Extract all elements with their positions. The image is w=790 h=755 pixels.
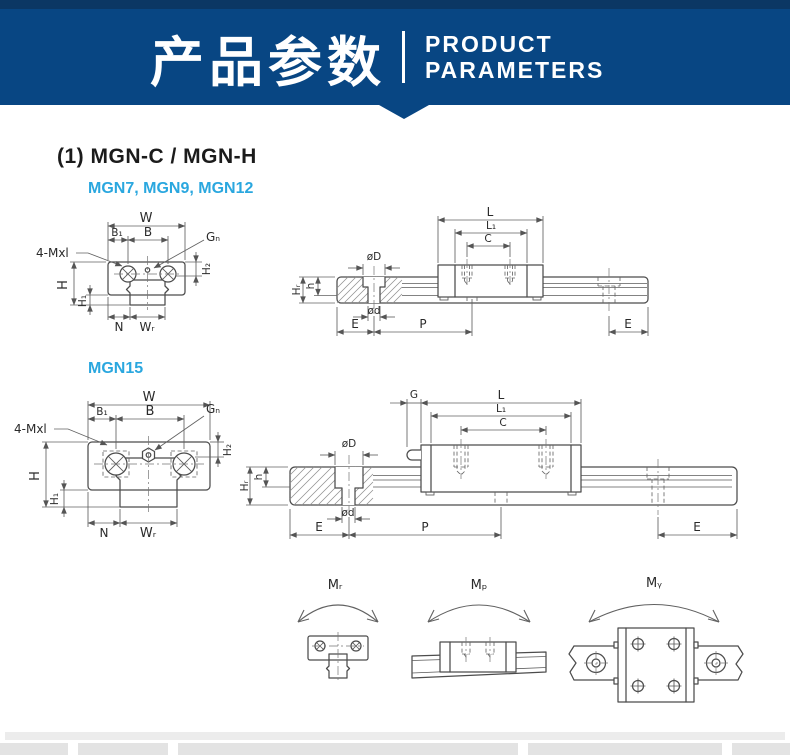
- dimensions: G L L₁ C øD Hᵣ h: [239, 388, 738, 539]
- dim-label-b: B: [144, 225, 152, 239]
- rotation-arrow: [427, 604, 531, 623]
- dim-label-l1: L₁: [486, 220, 496, 232]
- header-divider: [402, 31, 405, 83]
- header-banner: 产品参数 PRODUCT PARAMETERS: [0, 9, 790, 105]
- dim-label-e-right: E: [693, 520, 701, 534]
- rotation-arrow: [297, 604, 379, 623]
- dim-label-b: B: [146, 404, 155, 419]
- moment-label-mp: Mₚ: [471, 578, 488, 593]
- grease-nipple: [406, 449, 421, 461]
- dim-label-p: P: [419, 317, 426, 331]
- carriage-outline: [87, 436, 211, 512]
- banner-notch: [379, 105, 429, 119]
- dim-label-l1: L₁: [496, 403, 506, 415]
- table-cell: [528, 743, 722, 755]
- dim-label-l: L: [487, 205, 494, 219]
- dim-label-h-small: h: [253, 474, 265, 481]
- section-heading: (1) MGN-C / MGN-H: [57, 145, 257, 168]
- dim-label-w: W: [143, 390, 156, 405]
- dim-label-c: C: [484, 233, 491, 245]
- moment-label-my: Mᵧ: [646, 576, 662, 591]
- carriage-outline: [437, 259, 544, 301]
- dim-label-h2: H₂: [222, 444, 234, 456]
- dim-label-dia-d-lower: ød: [367, 305, 380, 317]
- page-title-en-line1: PRODUCT: [425, 31, 553, 58]
- dim-label-dia-d-lower: ød: [341, 507, 354, 519]
- mini-top-view: [568, 627, 744, 703]
- dim-label-p: P: [421, 520, 428, 534]
- moment-label-mr: Mᵣ: [328, 578, 343, 593]
- dim-label-gn: Gₙ: [206, 402, 220, 416]
- dim-label-e-left: E: [351, 317, 359, 331]
- mini-side-view: [411, 637, 547, 679]
- page-title-zh: 产品参数: [150, 30, 386, 94]
- dim-label-h: H: [28, 471, 43, 481]
- table-cell: [178, 743, 518, 755]
- dim-label-b1: B₁: [111, 227, 122, 239]
- carriage-outline: [406, 439, 582, 505]
- side-view-drawing-mgn15: G L L₁ C øD Hᵣ h: [239, 388, 738, 539]
- dim-label-h1: H₁: [77, 295, 89, 307]
- dim-label-e-right: E: [624, 317, 632, 331]
- dim-label-n: N: [100, 526, 109, 540]
- table-cell: [732, 743, 790, 755]
- dimensions: L L₁ C øD Hᵣ h ød: [291, 205, 649, 336]
- cross-section-drawing-mgn7-9-12: W B₁ B Gₙ 4-Mxl H H₁ H₂: [36, 211, 220, 334]
- moment-yaw-figure: Mᵧ: [568, 576, 744, 703]
- dim-label-wr: Wᵣ: [140, 320, 156, 334]
- series-label-large: MGN15: [88, 360, 144, 377]
- series-label-small: MGN7, MGN9, MGN12: [88, 180, 254, 197]
- dim-label-h: H: [56, 280, 71, 290]
- dim-label-gn: Gₙ: [206, 230, 220, 244]
- dim-label-screws: 4-Mxl: [14, 422, 47, 436]
- page-title-en-line2: PARAMETERS: [425, 57, 605, 83]
- header-top-strip: [0, 0, 790, 9]
- dim-label-h-small: h: [305, 283, 317, 290]
- cross-section-drawing-mgn15: W B₁ B Gₙ 4-Mxl H H₁ H₂: [14, 390, 234, 541]
- dimensions: W B₁ B Gₙ 4-Mxl H H₁ H₂: [14, 390, 234, 541]
- side-view-drawing-mgn7-9-12: L L₁ C øD Hᵣ h ød: [291, 205, 649, 336]
- table-header-band: [5, 732, 785, 740]
- dim-label-l: L: [498, 388, 505, 402]
- rotation-arrow: [588, 603, 720, 623]
- mini-cross-section: [307, 632, 369, 682]
- carriage-outline: [107, 256, 186, 310]
- dim-label-hr: Hᵣ: [239, 480, 251, 491]
- dim-label-n: N: [115, 320, 124, 334]
- dim-label-b1: B₁: [96, 406, 107, 418]
- dim-label-h1: H₁: [49, 493, 61, 505]
- dim-label-h2: H₂: [201, 263, 213, 275]
- table-cell: [78, 743, 168, 755]
- dimensions: W B₁ B Gₙ 4-Mxl H H₁ H₂: [36, 211, 220, 334]
- dim-label-e-left: E: [315, 520, 323, 534]
- dim-label-w: W: [140, 211, 153, 226]
- moment-pitch-figure: Mₚ: [411, 578, 547, 679]
- dim-label-dia-d-upper: øD: [367, 251, 382, 263]
- dim-label-dia-d-upper: øD: [342, 438, 357, 450]
- dim-label-c: C: [499, 417, 506, 429]
- moment-roll-figure: Mᵣ: [297, 578, 379, 682]
- page-title-en: PRODUCT PARAMETERS: [425, 31, 604, 83]
- dim-label-screws: 4-Mxl: [36, 246, 69, 260]
- dim-label-wr: Wᵣ: [140, 526, 157, 541]
- dim-label-g: G: [410, 389, 418, 401]
- table-cell: [0, 743, 68, 755]
- dim-label-hr: Hᵣ: [291, 284, 303, 295]
